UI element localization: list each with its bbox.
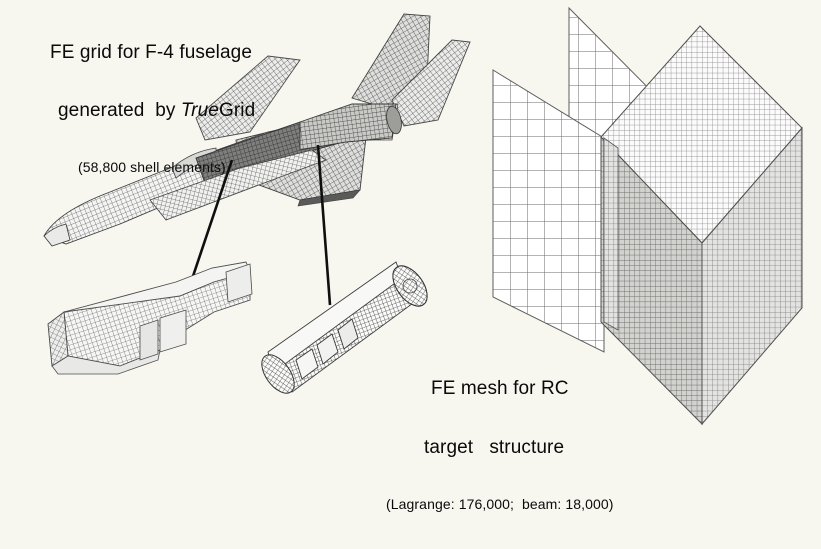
wing-box-detail [47,261,253,375]
fuselage-section-detail [261,261,428,394]
left-caption-line-2: generated by TrueGrid [50,100,255,122]
wing-box-rib-2 [139,319,159,361]
leader-line-fuselage-detail [316,144,332,306]
right-caption-line-1: FE mesh for RC [431,378,569,399]
fuselage-bulkhead-2 [337,318,359,350]
aircraft-aft-fuselage [299,103,397,151]
fuselage-tube-rear-cap [392,265,428,307]
wing-box-lower-skin [51,349,161,375]
fuselage-tube-rear-cap-inner-ring [402,278,418,294]
rc-wall-panel-left [492,69,605,353]
aircraft-belly-duct [149,149,327,221]
figure-artwork [43,6,803,426]
figure-canvas: FE grid for F-4 fuselage generated by Tr… [43,6,803,512]
aircraft-nose-tip [43,223,71,247]
right-caption-block: FE mesh for RC target structure (Lagrang… [386,341,614,549]
aircraft-wing-trailing-edge [297,189,361,207]
left-caption-line-1: FE grid for F-4 fuselage [50,42,252,63]
aircraft-right-stabilizer [391,39,471,127]
right-caption-line-2: target structure [424,437,565,458]
left-caption-line-2-prefix: generated by [58,100,181,121]
left-caption-element-count: (58,800 shell elements) [78,159,226,175]
fuselage-tube-front-cap [261,354,295,394]
left-caption-block: FE grid for F-4 fuselage generated by Tr… [50,6,255,212]
fuselage-bulkhead-3 [295,348,319,380]
rc-block [600,25,803,426]
rc-interior-slab [603,137,619,331]
truegrid-roman-part: Grid [218,100,256,121]
aircraft-exhaust-nozzle [386,105,402,135]
wing-box-spar-tip [225,263,253,303]
rc-block-right-face [701,126,803,426]
aircraft-left-wing [195,55,301,141]
wing-box-rib-1 [159,309,187,353]
right-caption-element-count: (Lagrange: 176,000; beam: 18,000) [386,496,614,512]
f4-aircraft-mesh [43,13,471,247]
truegrid-italic-part: True [180,100,219,121]
fuselage-bulkhead-1 [316,333,339,365]
rc-target-structure [492,6,803,426]
